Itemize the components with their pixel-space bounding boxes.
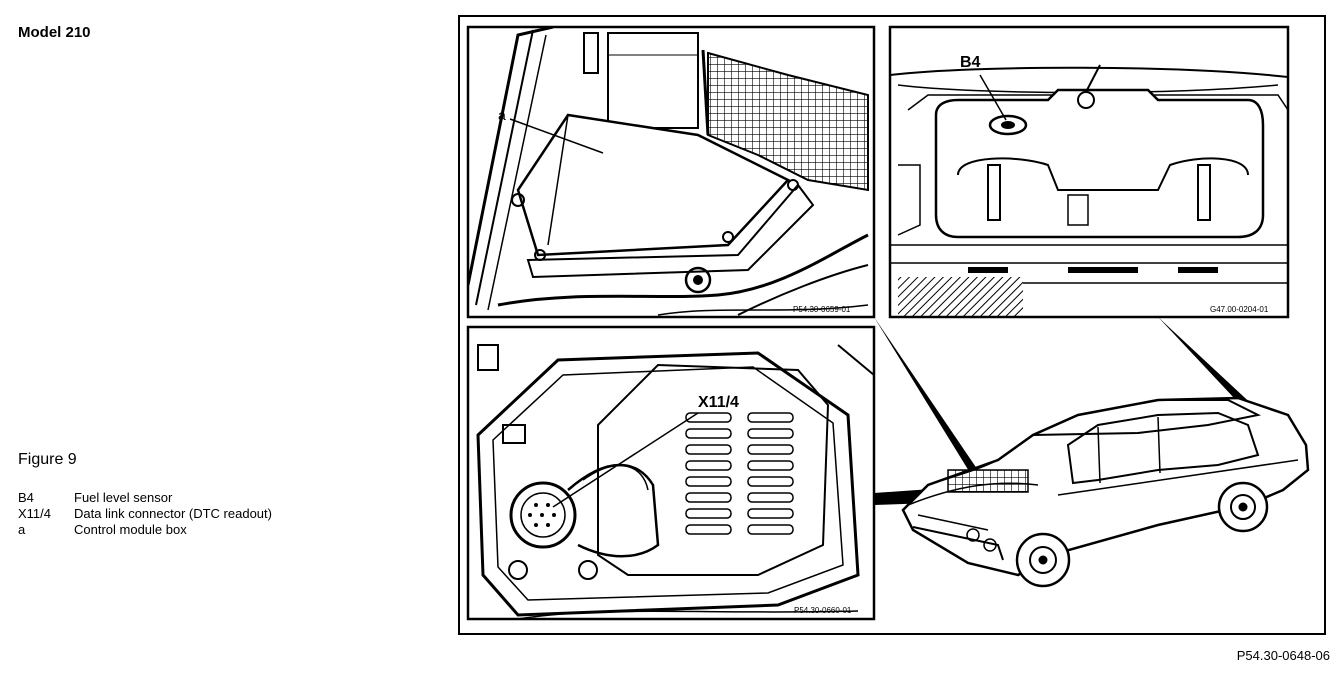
legend-code: X11/4 [18, 506, 52, 521]
document-reference: P54.30-0648-06 [1236, 648, 1330, 663]
callout-label: a [498, 107, 506, 123]
legend-description: Data link connector (DTC readout) [74, 506, 272, 521]
panel-connector-box: X11/4 P54.30-0660-01 [466, 325, 876, 621]
vent-slots [685, 412, 794, 535]
panel-engine-bay: a P54.30-0659-01 [466, 25, 876, 319]
diagram-frame [458, 15, 1326, 635]
legend-description: Control module box [74, 522, 187, 537]
car-illustration [901, 396, 1310, 588]
legend: B4 Fuel level sensor X11/4 Data link con… [18, 490, 272, 538]
panel-trunk-border [888, 25, 1290, 319]
legend-description: Fuel level sensor [74, 490, 173, 505]
panel-ref: P54.30-0659-01 [793, 305, 851, 314]
panel-trunk: B4 G47.00-0204-01 [888, 25, 1290, 319]
legend-code: a [18, 522, 26, 537]
legend-row: a Control module box [18, 522, 272, 538]
legend-code: B4 [18, 490, 34, 505]
callout-label: B4 [960, 54, 981, 71]
pointer-to-engine-bay [874, 317, 988, 489]
pointer-to-trunk [1158, 317, 1258, 415]
panel-connector-box-border [466, 325, 876, 621]
panel-ref: G47.00-0204-01 [1210, 305, 1269, 314]
panel-ref: P54.30-0660-01 [794, 606, 852, 615]
diagram: a P54.30-0659-01 B4 [458, 15, 1326, 635]
figure-label: Figure 9 [18, 451, 77, 468]
callout-label: X11/4 [698, 394, 739, 411]
legend-row: B4 Fuel level sensor [18, 490, 272, 506]
model-title: Model 210 [18, 24, 91, 41]
legend-row: X11/4 Data link connector (DTC readout) [18, 506, 272, 522]
panel-engine-bay-border [466, 25, 876, 319]
